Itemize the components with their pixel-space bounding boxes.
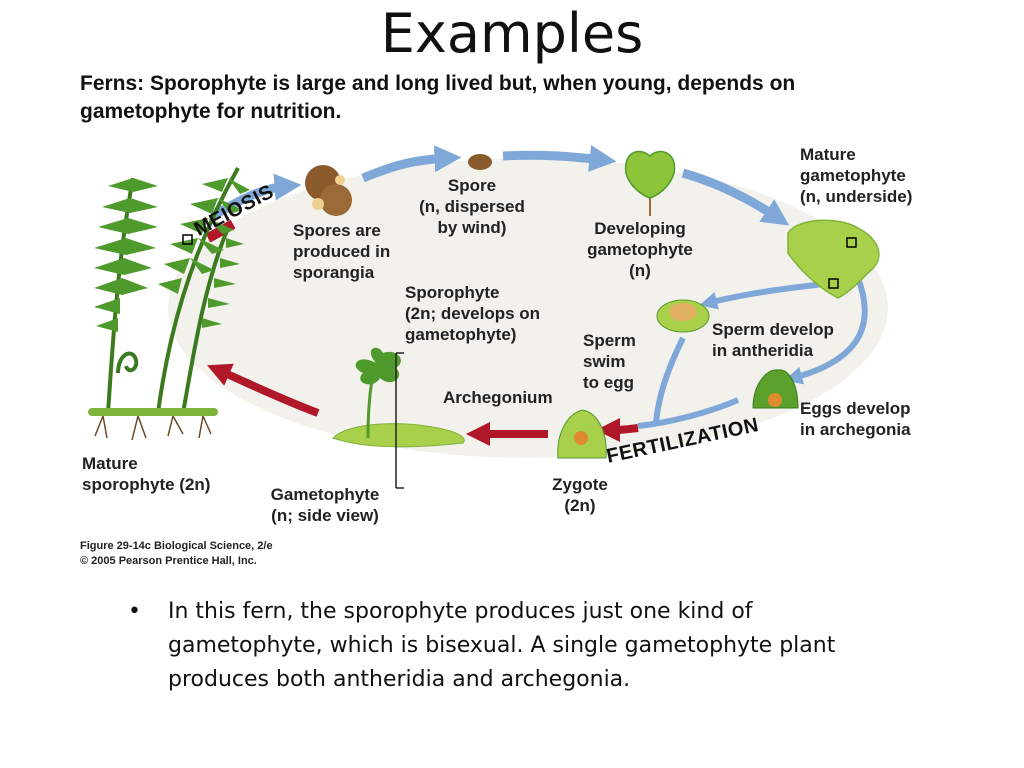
zygote-label: Zygote (2n) [552, 475, 608, 515]
arrow-gametophyte-to-sporophyte [206, 363, 320, 417]
bullet-marker: • [128, 599, 141, 624]
archegonium-label: Archegonium [443, 388, 553, 407]
slide-heading: Ferns: Sporophyte is large and long live… [80, 70, 880, 126]
spores-produced-label: Spores are produced in sporangia [293, 221, 391, 282]
arrow-fertilization [596, 417, 639, 442]
arrow-spores-to-spore [361, 145, 462, 183]
spore-illustration [468, 154, 492, 170]
eggs-develop-label: Eggs develop in archegonia [800, 399, 911, 439]
gametophyte-side-label: Gametophyte (n; side view) [270, 485, 380, 525]
arrow-spore-to-developing [502, 145, 617, 172]
mature-sporophyte-illustration [88, 167, 250, 441]
sperm-develop-label: Sperm develop in antheridia [712, 320, 834, 360]
arrow-eggs-to-archegonium [637, 397, 740, 429]
arrow-meiosis-to-spores [210, 173, 302, 220]
arrow-developing-to-mature [681, 168, 790, 226]
sporophyte-develops-label: Sporophyte (2n; develops on gametophyte) [405, 283, 541, 344]
developing-gametophyte-label: Developing gametophyte (n) [587, 219, 693, 280]
zygote-illustration [557, 409, 607, 459]
heading-bold: Ferns: [80, 72, 145, 95]
figure-caption: Figure 29-14c Biological Science, 2/e © … [80, 540, 273, 567]
heading-text: Sporophyte is large and long lived but, … [80, 72, 796, 123]
developing-gametophyte-illustration [624, 150, 676, 216]
bullet-item: • In this fern, the sporophyte produces … [128, 595, 888, 697]
arrow-sperm-to-archegonium [653, 336, 686, 424]
cycle-oval [168, 158, 888, 458]
mature-gametophyte-illustration [787, 219, 880, 299]
slide-title: Examples [380, 2, 644, 65]
archegonium-egg-illustration [752, 369, 799, 409]
antheridium-illustration [656, 299, 710, 333]
bullet-text: In this fern, the sporophyte produces ju… [168, 599, 836, 692]
bullet-list: • In this fern, the sporophyte produces … [128, 595, 888, 697]
fern-life-cycle-diagram [88, 145, 888, 489]
mature-gametophyte-label: Mature gametophyte (n, underside) [800, 145, 913, 206]
young-sporophyte-illustration [332, 347, 465, 489]
spore-label: Spore (n, dispersed by wind) [419, 176, 525, 237]
arrow-mature-to-eggs [784, 276, 868, 385]
sporangia-illustration [305, 165, 352, 216]
sperm-swim-label: Sperm swim to egg [583, 331, 636, 392]
mature-sporophyte-label: Mature sporophyte (2n) [82, 454, 211, 494]
